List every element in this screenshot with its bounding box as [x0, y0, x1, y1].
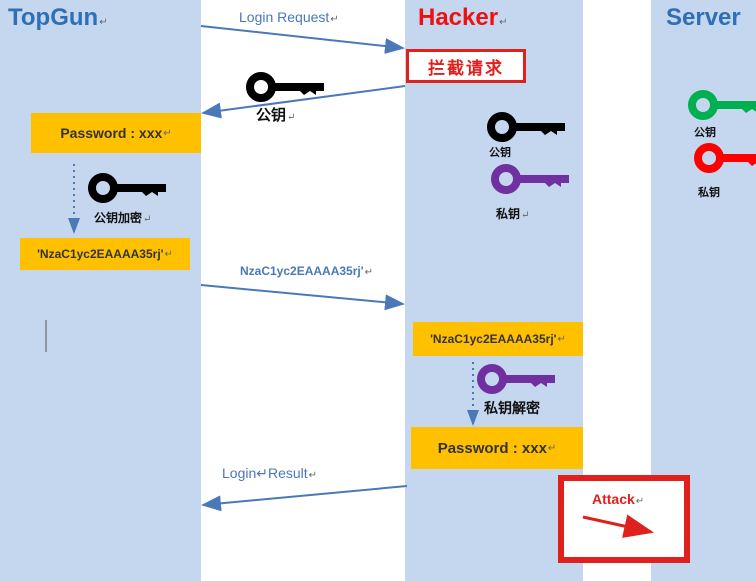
hacker-title-text: Hacker [418, 4, 499, 31]
return-mark: ↵ [287, 112, 296, 123]
hacker-ciphertext-box: 'NzaC1yc2EAAAA35rj'↵ [413, 322, 583, 356]
key-icon [491, 164, 569, 194]
return-mark: ↵ [163, 127, 172, 139]
decrypt-text: 私钥解密 [484, 401, 540, 417]
hacker-title: Hacker↵ [418, 4, 507, 32]
encrypt-text: 公钥加密 [94, 211, 143, 225]
return-mark: ↵ [521, 210, 530, 221]
key-icon [688, 90, 756, 120]
server-public-key-text: 公钥 [694, 126, 716, 139]
attack-label: Attack↵ [592, 491, 644, 507]
ciphertext-msg-text: NzaC1yc2EAAAA35rj' [240, 264, 364, 278]
topgun-title-text: TopGun [8, 4, 99, 31]
server-title-text: Server [666, 4, 741, 31]
topgun-lane [0, 0, 201, 581]
server-title: Server [666, 4, 741, 32]
topgun-title: TopGun↵ [8, 4, 108, 32]
login-result-text: Login↵Result [222, 465, 308, 481]
key-icon [246, 72, 324, 102]
server-public-key-label: 公钥 [694, 124, 716, 140]
return-mark: ↵ [330, 14, 339, 25]
return-mark: ↵ [547, 442, 557, 454]
topgun-password-text: Password : xxx [60, 125, 163, 141]
intercept-request-text: 拦截请求 [428, 58, 504, 79]
hacker-password-text: Password : xxx [437, 439, 547, 457]
key-icon [477, 364, 555, 394]
hacker-private-key-text: 私钥 [496, 207, 521, 221]
return-mark: ↵ [635, 496, 645, 507]
login-request-arrow [200, 25, 405, 55]
login-request-text: Login Request [239, 9, 330, 25]
encrypt-label: 公钥加密↵ [94, 209, 151, 226]
hacker-lane [405, 0, 583, 581]
return-mark: ↵ [499, 17, 508, 28]
return-mark: ↵ [99, 17, 108, 28]
login-result-arrow [201, 485, 408, 512]
public-key-return-text: 公钥 [256, 106, 287, 124]
return-mark: ↵ [308, 470, 318, 481]
return-mark: ↵ [164, 248, 173, 260]
attack-text: Attack [592, 491, 635, 507]
key-icon [694, 143, 756, 173]
ciphertext-arrow [200, 284, 405, 311]
ciphertext-msg-label: NzaC1yc2EAAAA35rj'↵ [240, 264, 373, 278]
hacker-ciphertext-text: 'NzaC1yc2EAAAA35rj' [430, 332, 557, 346]
public-key-return-arrow [201, 85, 406, 119]
login-request-label: Login Request↵ [239, 9, 339, 25]
public-key-return-label: 公钥↵ [256, 104, 295, 125]
return-mark: ↵ [143, 214, 152, 225]
key-icon [88, 173, 166, 203]
login-result-label: Login↵Result↵ [222, 465, 317, 482]
intercept-request-box: 拦截请求 [406, 49, 526, 83]
hacker-public-key-text: 公钥 [489, 146, 511, 159]
server-private-key-text: 私钥 [698, 186, 720, 199]
decrypt-label: 私钥解密 [484, 398, 540, 418]
key-icon [487, 112, 565, 142]
topgun-password-box: Password : xxx↵ [31, 113, 201, 153]
topgun-ciphertext-text: 'NzaC1yc2EAAAA35rj' [37, 247, 164, 261]
hacker-public-key-label: 公钥 [489, 144, 511, 160]
hacker-private-key-label: 私钥↵ [496, 205, 529, 222]
hacker-password-box: Password : xxx↵ [411, 427, 583, 469]
return-mark: ↵ [364, 267, 373, 278]
server-private-key-label: 私钥 [698, 184, 720, 200]
topgun-ciphertext-box: 'NzaC1yc2EAAAA35rj'↵ [20, 238, 190, 270]
return-mark: ↵ [557, 333, 566, 345]
attack-arrow-icon [582, 514, 654, 538]
